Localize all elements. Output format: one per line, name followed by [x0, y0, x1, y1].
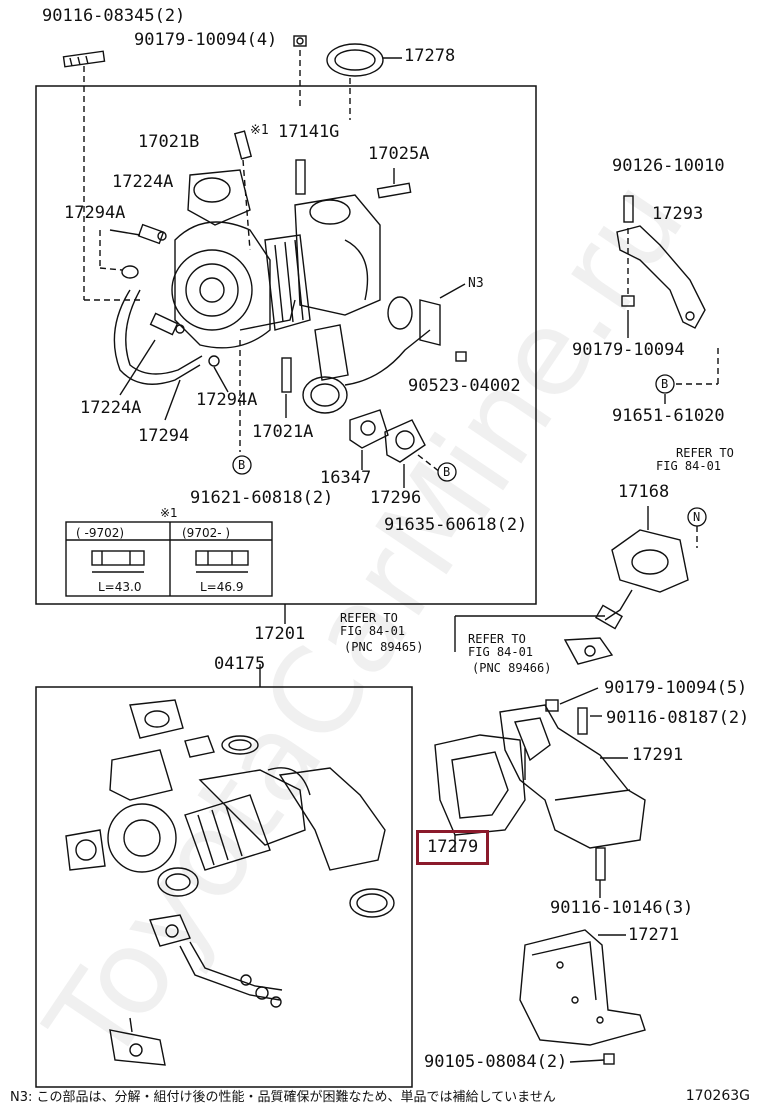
stud-90116-10146: [595, 847, 606, 881]
refer-2-line-1: REFER TO: [340, 611, 398, 625]
part-90179-10094-5: 90179-10094(5): [604, 678, 748, 698]
part-90126-10010: 90126-10010: [612, 156, 725, 176]
part-91621-60818: 91621-60818(2): [190, 488, 334, 508]
part-17291: 17291: [632, 745, 684, 765]
part-17293: 17293: [652, 204, 704, 224]
part-17294A-bottom: 17294A: [196, 390, 258, 410]
stud-90116-08345: [62, 50, 106, 68]
nut-90179-10094-4: [293, 35, 307, 47]
union-17224A-bot: [149, 312, 185, 336]
part-17141G: 17141G: [278, 122, 340, 142]
callout-n-1: [687, 507, 707, 527]
union-17294A-top: [137, 223, 167, 245]
part-90179-10094-right: 90179-10094: [572, 340, 685, 360]
stud-length-table: [65, 521, 273, 597]
refer-2-line-2: FIG 84-01: [340, 624, 406, 638]
refer-3-line-3: (PNC 89466): [472, 661, 552, 675]
part-17224A-bottom: 17224A: [80, 398, 142, 418]
part-17294: 17294: [138, 426, 190, 446]
bolt-90105: [603, 1053, 615, 1065]
bolt-90126: [623, 195, 634, 223]
hose-17294: [113, 289, 203, 385]
note-mark-1: ※1: [250, 123, 269, 138]
gasket-small-89466: [563, 637, 614, 665]
stud-table-col2-header: (9702- ): [182, 526, 231, 540]
callout-b-3-letter: B: [661, 377, 669, 391]
turbocharger-17201: [171, 169, 381, 349]
stud-90116-08187: [577, 707, 588, 735]
part-90116-10146: 90116-10146(3): [550, 898, 694, 918]
kit-gaskets-top: [129, 699, 259, 758]
note-n3: N3: [468, 276, 484, 291]
wastegate-actuator: [302, 296, 441, 414]
insulator-17271: [519, 929, 646, 1046]
part-17021B: 17021B: [138, 132, 200, 152]
callout-b-2-letter: B: [443, 465, 451, 479]
nut-90523: [455, 351, 467, 362]
part-90179-10094-4: 90179-10094(4): [134, 30, 278, 50]
footnote-n3: N3: この部品は、分解・組付け後の性能・品質確保が困難なため、単品では補給して…: [10, 1090, 556, 1105]
stud-table-col1-value: L=43.0: [98, 580, 142, 594]
part-90116-08187: 90116-08187(2): [606, 708, 750, 728]
gasket-kit-box: [35, 686, 413, 1088]
kit-pipe: [109, 914, 283, 1066]
stud-17021A: [281, 357, 292, 393]
gasket-17296: [384, 419, 426, 463]
part-17025A: 17025A: [368, 144, 430, 164]
gasket-17279: [434, 734, 526, 836]
part-91635-60618: 91635-60618(2): [384, 515, 528, 535]
stud-17025A: [376, 182, 412, 199]
turbo-assembly-box: [35, 85, 537, 605]
refer-3-line-1: REFER TO: [468, 632, 526, 646]
callout-b-1: [232, 455, 252, 475]
gasket-16347: [349, 409, 389, 449]
refer-2-line-3: (PNC 89465): [344, 640, 424, 654]
kit-ring-bottom: [349, 888, 395, 918]
elbow-17291: [499, 704, 646, 849]
part-17271: 17271: [628, 925, 680, 945]
part-91651-61020: 91651-61020: [612, 406, 725, 426]
part-90105-08084: 90105-08084(2): [424, 1052, 568, 1072]
stud-table-title: ※1: [160, 506, 178, 520]
callout-b-1-letter: B: [238, 458, 246, 472]
stud-table-col1-header: ( -9702): [76, 526, 125, 540]
figure-id: 170263G: [685, 1088, 750, 1104]
flange-17168: [595, 529, 689, 630]
refer-1-line-2: FIG 84-01: [656, 459, 722, 473]
clip-17224A-top: [121, 265, 139, 279]
callout-n-1-letter: N: [693, 510, 701, 524]
nut-90179-10094-5: [545, 699, 559, 712]
callout-b-2: [437, 462, 457, 482]
stud-17021B: [233, 130, 253, 160]
part-17224A-top: 17224A: [112, 172, 174, 192]
part-17021A: 17021A: [252, 422, 314, 442]
refer-1-line-1: REFER TO: [676, 446, 734, 460]
part-17294A-top: 17294A: [64, 203, 126, 223]
part-17278: 17278: [404, 46, 456, 66]
refer-3-line-2: FIG 84-01: [468, 645, 534, 659]
part-16347: 16347: [320, 468, 372, 488]
stud-table-col2-value: L=46.9: [200, 580, 244, 594]
part-17201: 17201: [254, 624, 306, 644]
stud-17141G: [295, 159, 306, 195]
bracket-17293: [616, 225, 706, 329]
clip-17294A-bot: [208, 355, 220, 367]
kit-turbo-outline: [107, 749, 386, 897]
part-17168: 17168: [618, 482, 670, 502]
part-17296: 17296: [370, 488, 422, 508]
callout-b-3: [655, 374, 675, 394]
gasket-17278: [326, 43, 384, 77]
part-17279-highlighted: 17279: [416, 830, 490, 865]
nut-90179-10094-r: [621, 295, 635, 307]
part-90116-08345: 90116-08345(2): [42, 6, 186, 26]
part-04175: 04175: [214, 654, 266, 674]
kit-gasket-left: [65, 829, 106, 871]
part-90523-04002: 90523-04002: [408, 376, 521, 396]
